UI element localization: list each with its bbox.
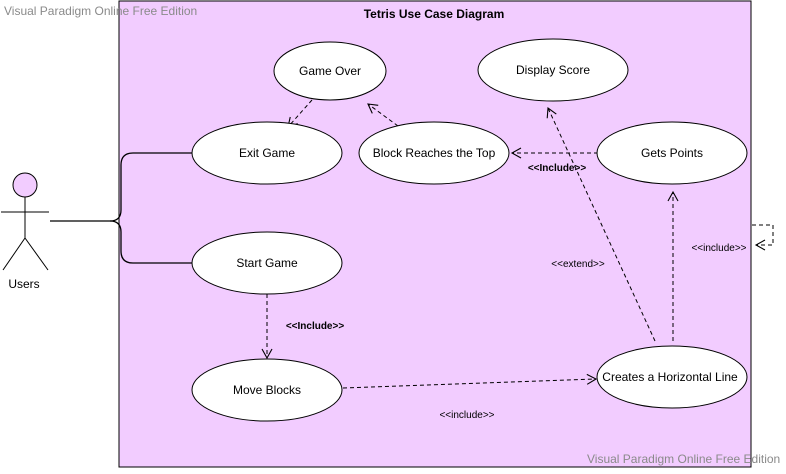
usecase-shape bbox=[596, 345, 748, 409]
usecase-shape bbox=[477, 38, 629, 102]
actor-right-leg bbox=[24, 237, 49, 271]
usecase-block-reaches-top[interactable]: Block Reaches the Top bbox=[358, 121, 510, 185]
label-include-start-move: <<Include>> bbox=[286, 321, 345, 332]
association-start-game bbox=[109, 220, 192, 264]
usecase-start-game[interactable]: Start Game bbox=[191, 231, 343, 295]
usecase-label: Move Blocks bbox=[233, 383, 301, 397]
usecase-shape bbox=[273, 41, 387, 101]
usecase-shape bbox=[596, 121, 748, 185]
actor-users[interactable]: Users bbox=[1, 172, 49, 291]
watermark-bottom: Visual Paradigm Online Free Edition bbox=[587, 452, 781, 466]
edge-move-blocks-to-horizontal-line bbox=[342, 373, 598, 389]
usecase-move-blocks[interactable]: Move Blocks bbox=[191, 358, 343, 422]
usecase-shape bbox=[191, 358, 343, 422]
usecase-display-score[interactable]: Display Score bbox=[477, 38, 629, 102]
watermark-top: Visual Paradigm Online Free Edition bbox=[4, 4, 198, 18]
association-exit-game bbox=[50, 152, 192, 222]
usecase-game-over[interactable]: Game Over bbox=[273, 41, 387, 101]
label-include-block-points: <<Include>> bbox=[528, 163, 587, 174]
actor-left-leg bbox=[2, 237, 26, 271]
usecase-gets-points[interactable]: Gets Points bbox=[596, 121, 748, 185]
label-include-move-line: <<include>> bbox=[439, 410, 494, 421]
usecase-shape bbox=[191, 121, 343, 185]
usecase-horizontal-line[interactable]: Creates a Horizontal Line bbox=[596, 345, 748, 409]
edge-block-top-to-game-over bbox=[367, 103, 399, 127]
usecase-label: Game Over bbox=[299, 64, 361, 78]
usecase-label: Gets Points bbox=[641, 146, 703, 160]
self-loop-edge bbox=[752, 224, 774, 251]
edge-game-over-to-exit-game bbox=[287, 99, 313, 128]
diagram-title: Tetris Use Case Diagram bbox=[364, 7, 505, 21]
usecase-label: Start Game bbox=[236, 256, 298, 270]
label-include-line-points: <<include>> bbox=[691, 243, 746, 254]
actor-head bbox=[12, 172, 38, 198]
usecase-label: Block Reaches the Top bbox=[373, 146, 496, 160]
actor-label: Users bbox=[8, 277, 39, 291]
usecase-label: Exit Game bbox=[239, 146, 295, 160]
usecase-exit-game[interactable]: Exit Game bbox=[191, 121, 343, 185]
usecase-shape bbox=[358, 121, 510, 185]
label-extend-line-score: <<extend>> bbox=[551, 259, 605, 270]
usecase-shape bbox=[191, 231, 343, 295]
edge-horizontal-line-to-display-score bbox=[546, 106, 656, 342]
usecase-label: Creates a Horizontal Line bbox=[602, 370, 738, 384]
usecase-label: Display Score bbox=[516, 63, 590, 77]
